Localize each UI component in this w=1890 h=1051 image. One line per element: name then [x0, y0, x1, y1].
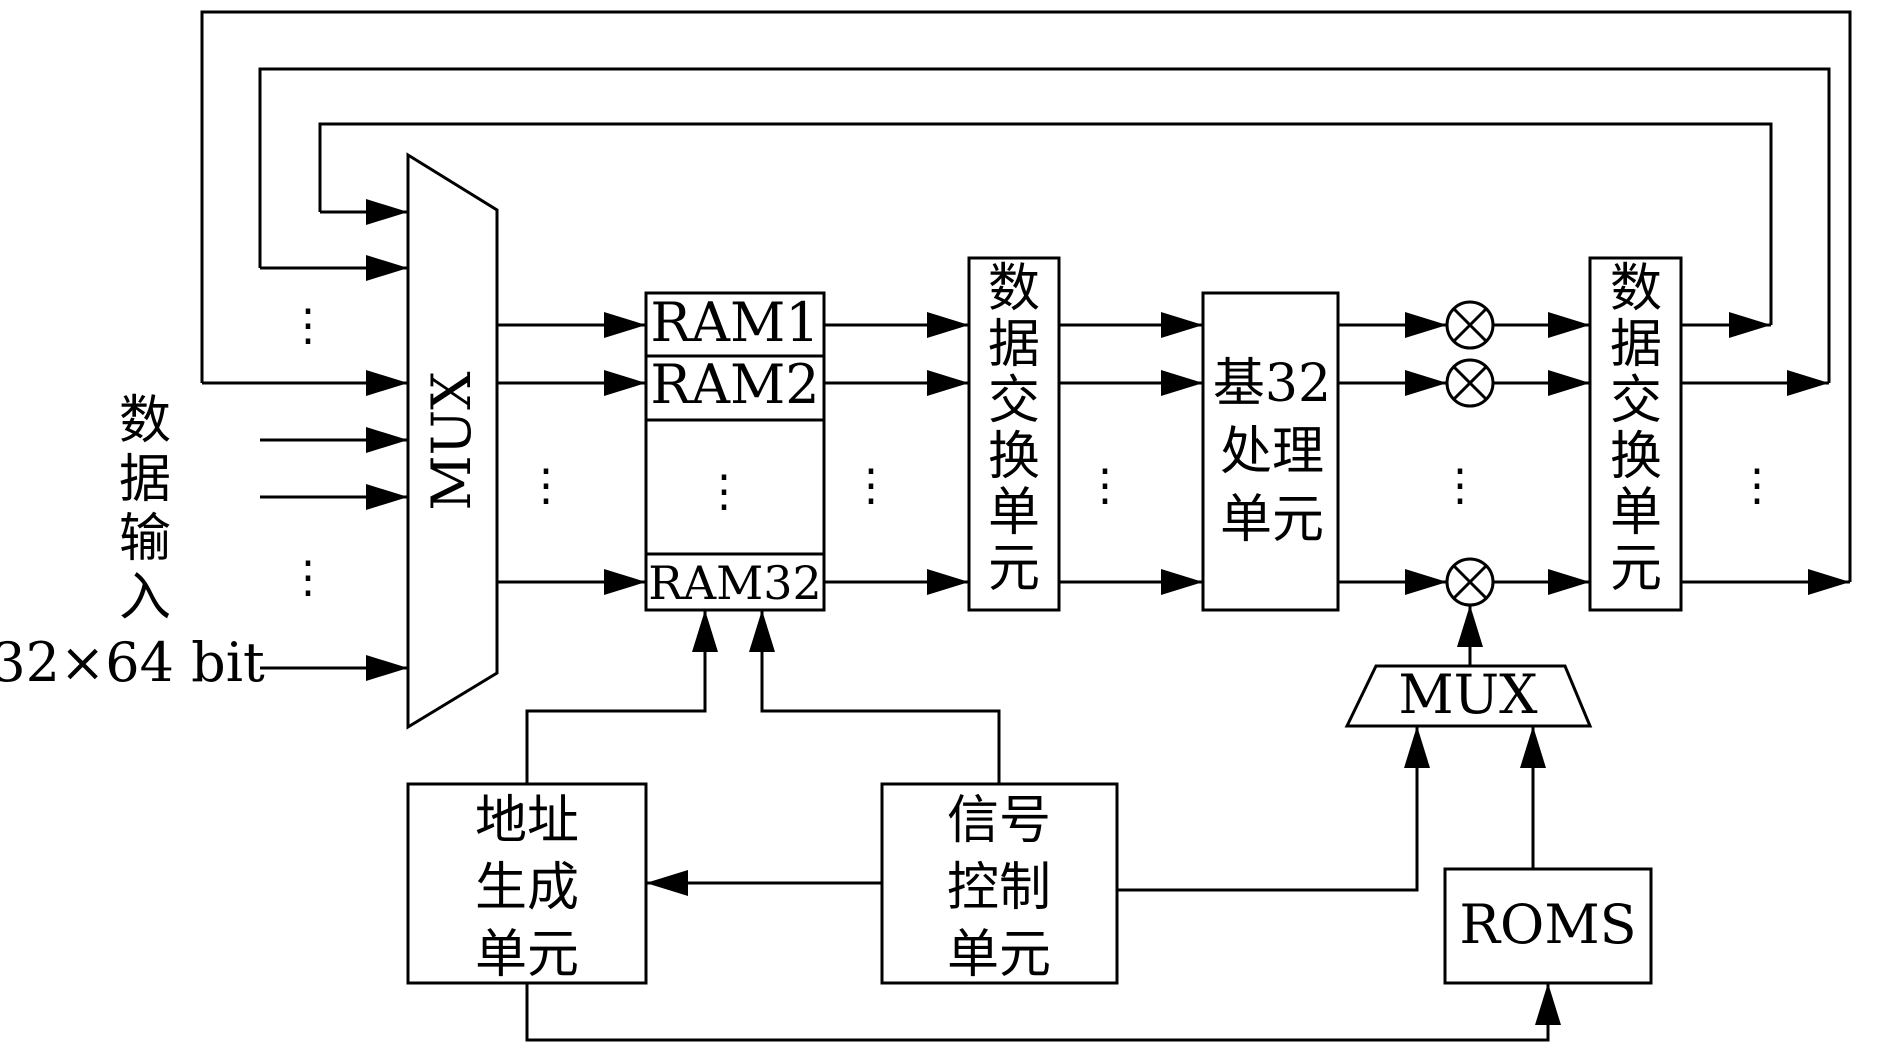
- multiplier-2: [1445, 358, 1495, 408]
- radix-to-multiplier-arrows: [1338, 312, 1447, 595]
- input-arrows: ⋮ ⋮: [260, 300, 408, 681]
- multiplier-ellipsis: ⋮: [1438, 460, 1482, 511]
- feedback-loop-middle: [258, 67, 1831, 396]
- signal-ctrl-line-1: 信号: [947, 791, 1051, 851]
- ram-to-exchange-arrows: ⋮: [824, 312, 969, 595]
- address-gen-line-2: 生成: [475, 858, 579, 918]
- multiplier-to-exchange-arrows: [1493, 312, 1590, 595]
- ram-exchange-ellipsis: ⋮: [849, 460, 893, 511]
- twiddle-mux: MUX: [1344, 663, 1593, 728]
- twiddle-mux-label: MUX: [1398, 663, 1538, 726]
- exchange-to-radix-arrows: ⋮: [1059, 312, 1203, 595]
- input-width-label: 32×64 bit: [0, 631, 265, 694]
- exchange-1-line-6: 元: [988, 539, 1040, 599]
- exchange-2-line-5: 单: [1610, 483, 1662, 543]
- roms-block: ROMS: [1443, 867, 1653, 985]
- exchange-2-line-6: 元: [1610, 539, 1662, 599]
- signal-ctrl-line-2: 控制: [947, 858, 1051, 918]
- radix32-processing-unit: 基32 处理 单元: [1201, 291, 1340, 612]
- exchange-2-line-2: 据: [1610, 315, 1662, 375]
- multiplier-1: [1445, 300, 1495, 350]
- exchange-1-line-3: 交: [988, 371, 1040, 431]
- input-label-line-2: 据: [119, 450, 171, 510]
- address-gen-line-3: 单元: [475, 925, 579, 985]
- ram-1-label: RAM1: [650, 291, 819, 354]
- exchange-radix-ellipsis: ⋮: [1083, 460, 1127, 511]
- signal-to-ram-arrow: [749, 610, 1001, 784]
- input-mux-label: MUX: [420, 371, 483, 511]
- exchange-1-line-2: 据: [988, 315, 1040, 375]
- roms-label: ROMS: [1459, 893, 1636, 956]
- exchange-2-line-3: 交: [1610, 371, 1662, 431]
- exchange-2-line-4: 换: [1610, 427, 1662, 487]
- input-label-line-1: 数: [119, 391, 171, 451]
- input-mux: MUX: [406, 152, 499, 730]
- ram-bank: RAM1 RAM2 ⋮ RAM32: [644, 291, 826, 612]
- multiplier-32: [1445, 557, 1495, 607]
- signal-control-unit: 信号 控制 单元: [880, 782, 1119, 985]
- radix32-line-1: 基32: [1213, 354, 1331, 414]
- exchange-2-line-1: 数: [1610, 259, 1662, 319]
- input-ellipsis-lower: ⋮: [286, 552, 330, 603]
- data-exchange-unit-1: 数 据 交 换 单 元: [967, 256, 1061, 612]
- signal-ctrl-line-3: 单元: [947, 925, 1051, 985]
- exchange-1-line-5: 单: [988, 483, 1040, 543]
- mux-ram-ellipsis: ⋮: [524, 460, 568, 511]
- radix32-line-3: 单元: [1220, 490, 1324, 550]
- exchange-1-line-4: 换: [988, 427, 1040, 487]
- data-exchange-unit-2: 数 据 交 换 单 元: [1588, 256, 1683, 612]
- address-to-ram-arrow: [525, 610, 718, 784]
- exchange-1-line-1: 数: [988, 259, 1040, 319]
- input-ellipsis-upper: ⋮: [286, 300, 330, 351]
- address-generation-unit: 地址 生成 单元: [406, 782, 648, 985]
- input-label: 数 据 输 入 32×64 bit: [0, 391, 265, 694]
- address-gen-line-1: 地址: [475, 791, 579, 851]
- output-ellipsis: ⋮: [1735, 460, 1779, 511]
- feedback-loop-inner: [318, 122, 1773, 338]
- ram-32-label: RAM32: [648, 556, 822, 610]
- radix32-line-2: 处理: [1220, 422, 1324, 482]
- address-to-roms-arrow: [525, 983, 1561, 1042]
- ram-ellipsis: ⋮: [702, 466, 746, 517]
- mux-to-ram-arrows: ⋮: [497, 312, 646, 595]
- input-label-line-4: 入: [119, 568, 171, 628]
- signal-to-twiddle-mux-arrow: [1117, 726, 1430, 892]
- ram-2-label: RAM2: [650, 353, 819, 416]
- input-label-line-3: 输: [119, 509, 171, 569]
